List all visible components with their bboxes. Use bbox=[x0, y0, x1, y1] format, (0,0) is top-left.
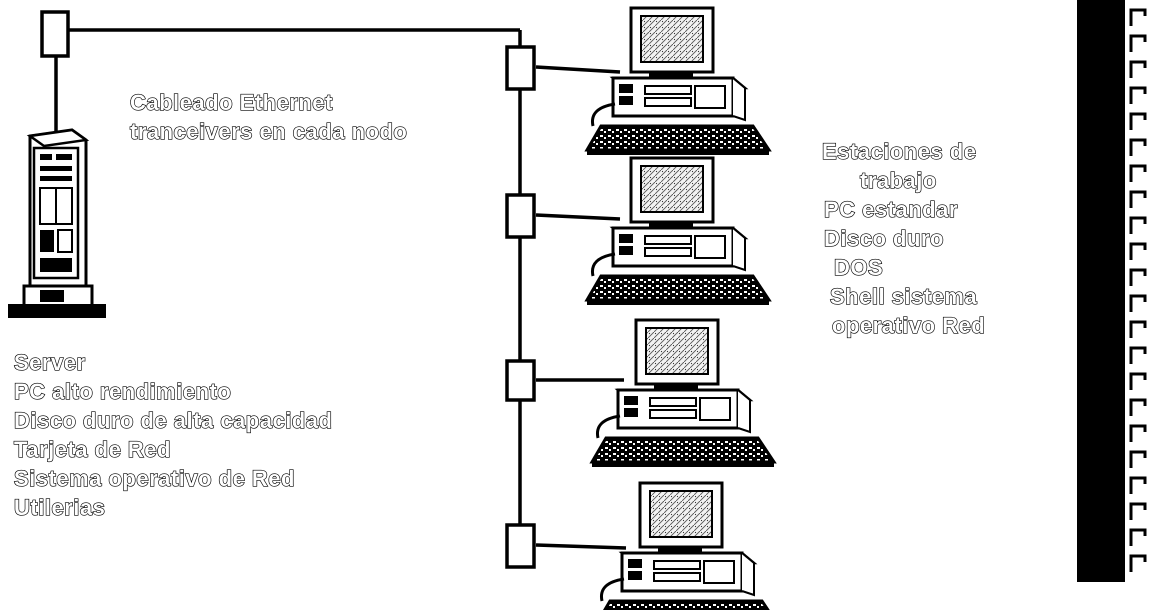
workstation-title: trabajo bbox=[859, 167, 937, 193]
server-spec-line: PC alto rendimiento bbox=[13, 378, 232, 404]
desktop-pc-icon bbox=[585, 156, 771, 307]
border-hook-glyph bbox=[1129, 528, 1147, 546]
border-hook-glyph bbox=[1129, 242, 1147, 260]
ethernet-cabling-label: Cableado Ethernet tranceivers en cada no… bbox=[129, 88, 408, 146]
desktop-pc-icon bbox=[590, 318, 776, 469]
border-hook-glyph bbox=[1129, 60, 1147, 78]
workstation-spec-line: operativo Red bbox=[831, 312, 986, 338]
border-hook-glyph bbox=[1129, 8, 1147, 26]
border-hook-glyph bbox=[1129, 554, 1147, 572]
workstation-spec-line: PC estandar bbox=[823, 196, 958, 222]
desktop-pc-icon bbox=[585, 6, 771, 157]
server-spec-line: Utilerias bbox=[13, 494, 106, 520]
border-hook-glyph bbox=[1129, 346, 1147, 364]
border-hook-glyph bbox=[1129, 86, 1147, 104]
border-hook-glyph bbox=[1129, 138, 1147, 156]
workstation-spec-line: Disco duro bbox=[823, 225, 944, 251]
border-hook-glyph bbox=[1129, 372, 1147, 390]
workstation-spec-line: DOS bbox=[833, 254, 884, 280]
workstation-spec-line: Shell sistema bbox=[829, 283, 978, 309]
border-hook-glyph bbox=[1129, 34, 1147, 52]
border-hook-glyph bbox=[1129, 216, 1147, 234]
ethernet-cable bbox=[54, 28, 627, 550]
border-hook-glyph bbox=[1129, 112, 1147, 130]
server-spec-line: Disco duro de alta capacidad bbox=[13, 407, 333, 433]
server-spec-line: Sistema operativo de Red bbox=[13, 465, 295, 491]
border-hook-glyph bbox=[1129, 450, 1147, 468]
border-hook-glyph bbox=[1129, 164, 1147, 182]
workstation-title: Estaciones de bbox=[821, 138, 977, 164]
server-title: Server bbox=[13, 349, 86, 375]
decorative-border bbox=[1077, 0, 1147, 582]
transceiver-icon bbox=[505, 193, 536, 239]
server-description: Server PC alto rendimiento Disco duro de… bbox=[13, 348, 333, 522]
border-hook-glyph bbox=[1129, 476, 1147, 494]
border-hook-glyph bbox=[1129, 268, 1147, 286]
border-hook-glyph bbox=[1129, 294, 1147, 312]
transceiver-icon bbox=[505, 45, 536, 91]
border-hook-glyph bbox=[1129, 190, 1147, 208]
label-line: tranceivers en cada nodo bbox=[129, 118, 408, 144]
border-hook-glyph bbox=[1129, 320, 1147, 338]
label-line: Cableado Ethernet bbox=[129, 89, 333, 115]
tower-server-icon bbox=[8, 128, 106, 318]
transceiver-icon bbox=[505, 359, 536, 402]
border-hook-glyph bbox=[1129, 424, 1147, 442]
server-transceiver-icon bbox=[40, 10, 70, 58]
transceiver-icon bbox=[505, 523, 536, 569]
border-hook-glyph bbox=[1129, 398, 1147, 416]
border-hook-glyph bbox=[1129, 502, 1147, 520]
server-spec-line: Tarjeta de Red bbox=[13, 436, 171, 462]
workstation-description: Estaciones de trabajo PC estandar Disco … bbox=[821, 137, 986, 340]
